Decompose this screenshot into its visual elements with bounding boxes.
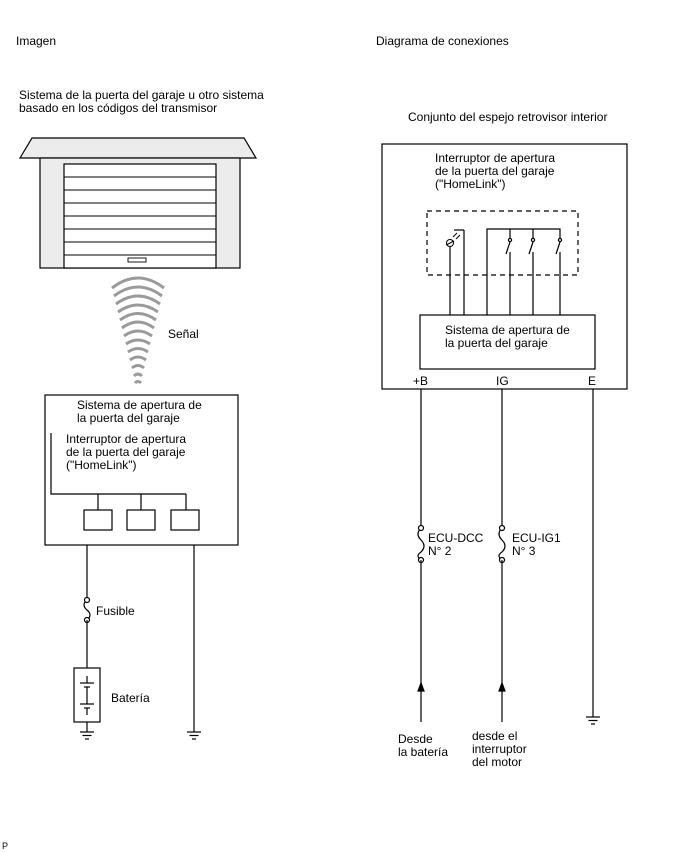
- from-battery-label-line1: Desde: [398, 732, 433, 746]
- left-system-box: [44, 394, 239, 546]
- switch-icon-1: [505, 229, 513, 315]
- left-switch-label-line1: Interruptor de apertura: [66, 432, 187, 446]
- terminal-ig-label: IG: [496, 374, 509, 388]
- right-switch-label-line1: Interruptor de apertura: [435, 151, 556, 165]
- fuse-ecu-dcc-icon: [417, 527, 425, 561]
- mirror-assembly-box: [381, 143, 628, 390]
- mirror-assembly-label: Conjunto del espejo retrovisor interior: [408, 110, 608, 124]
- signal-label: Señal: [168, 327, 199, 341]
- opener-box-label-line1: Sistema de apertura de: [445, 323, 570, 337]
- left-switch-label-line3: ("HomeLink"): [66, 458, 137, 472]
- from-switch-label-line1: desde el: [472, 729, 518, 743]
- left-heading: Imagen: [16, 34, 57, 48]
- fuse-ecu-dcc-label-line2: N° 2: [428, 544, 452, 558]
- homelink-switch-dashed-box: [426, 210, 579, 276]
- switch-icon-3: [555, 237, 563, 315]
- from-battery-label-line2: la batería: [398, 745, 449, 759]
- terminal-e-label: E: [588, 374, 597, 388]
- from-switch-label-line3: del motor: [472, 755, 523, 769]
- from-switch-label-line2: interruptor: [472, 742, 527, 756]
- left-switch-label-line2: de la puerta del garaje: [66, 445, 186, 459]
- homelink-button-3: [170, 509, 200, 531]
- left-fuse-icon: [83, 599, 91, 621]
- opener-system-box: [419, 314, 596, 370]
- switch-icon-2: [528, 229, 536, 315]
- signal-waves-icon: [111, 276, 165, 385]
- garage-system-label-line1: Sistema de la puerta del garaje u otro s…: [19, 88, 264, 102]
- left-box-title-line1: Sistema de apertura de: [77, 398, 202, 412]
- opener-box-label-line2: la puerta del garaje: [445, 336, 548, 350]
- terminal-b-label: +B: [413, 374, 429, 388]
- right-switch-label-line3: ("HomeLink"): [435, 177, 506, 191]
- ground-icon-left-1: [80, 731, 94, 740]
- garage-icon: [18, 137, 258, 269]
- homelink-button-1: [83, 509, 113, 531]
- arrow-from-battery-icon: [417, 681, 425, 692]
- figure-code: P: [2, 841, 9, 851]
- battery-icon: [73, 667, 101, 723]
- right-heading: Diagrama de conexiones: [376, 34, 509, 48]
- battery-label: Batería: [111, 691, 150, 705]
- fuse-ecu-ig1-label-line1: ECU-IG1: [512, 531, 561, 545]
- fuse-ecu-ig1-icon: [498, 527, 506, 561]
- led-icon: [445, 232, 461, 247]
- left-box-title-line2: la puerta del garaje: [77, 411, 180, 425]
- homelink-button-2: [126, 509, 156, 531]
- right-switch-label-line2: de la puerta del garaje: [435, 164, 555, 178]
- fuse-label: Fusible: [96, 604, 135, 618]
- arrow-from-ignition-icon: [498, 681, 506, 692]
- ground-icon-left-2: [187, 731, 201, 740]
- ground-icon-right: [586, 716, 600, 725]
- fuse-ecu-ig1-label-line2: N° 3: [512, 544, 536, 558]
- fuse-ecu-dcc-label-line1: ECU-DCC: [428, 531, 484, 545]
- garage-system-label-line2: basado en los códigos del transmisor: [19, 101, 218, 115]
